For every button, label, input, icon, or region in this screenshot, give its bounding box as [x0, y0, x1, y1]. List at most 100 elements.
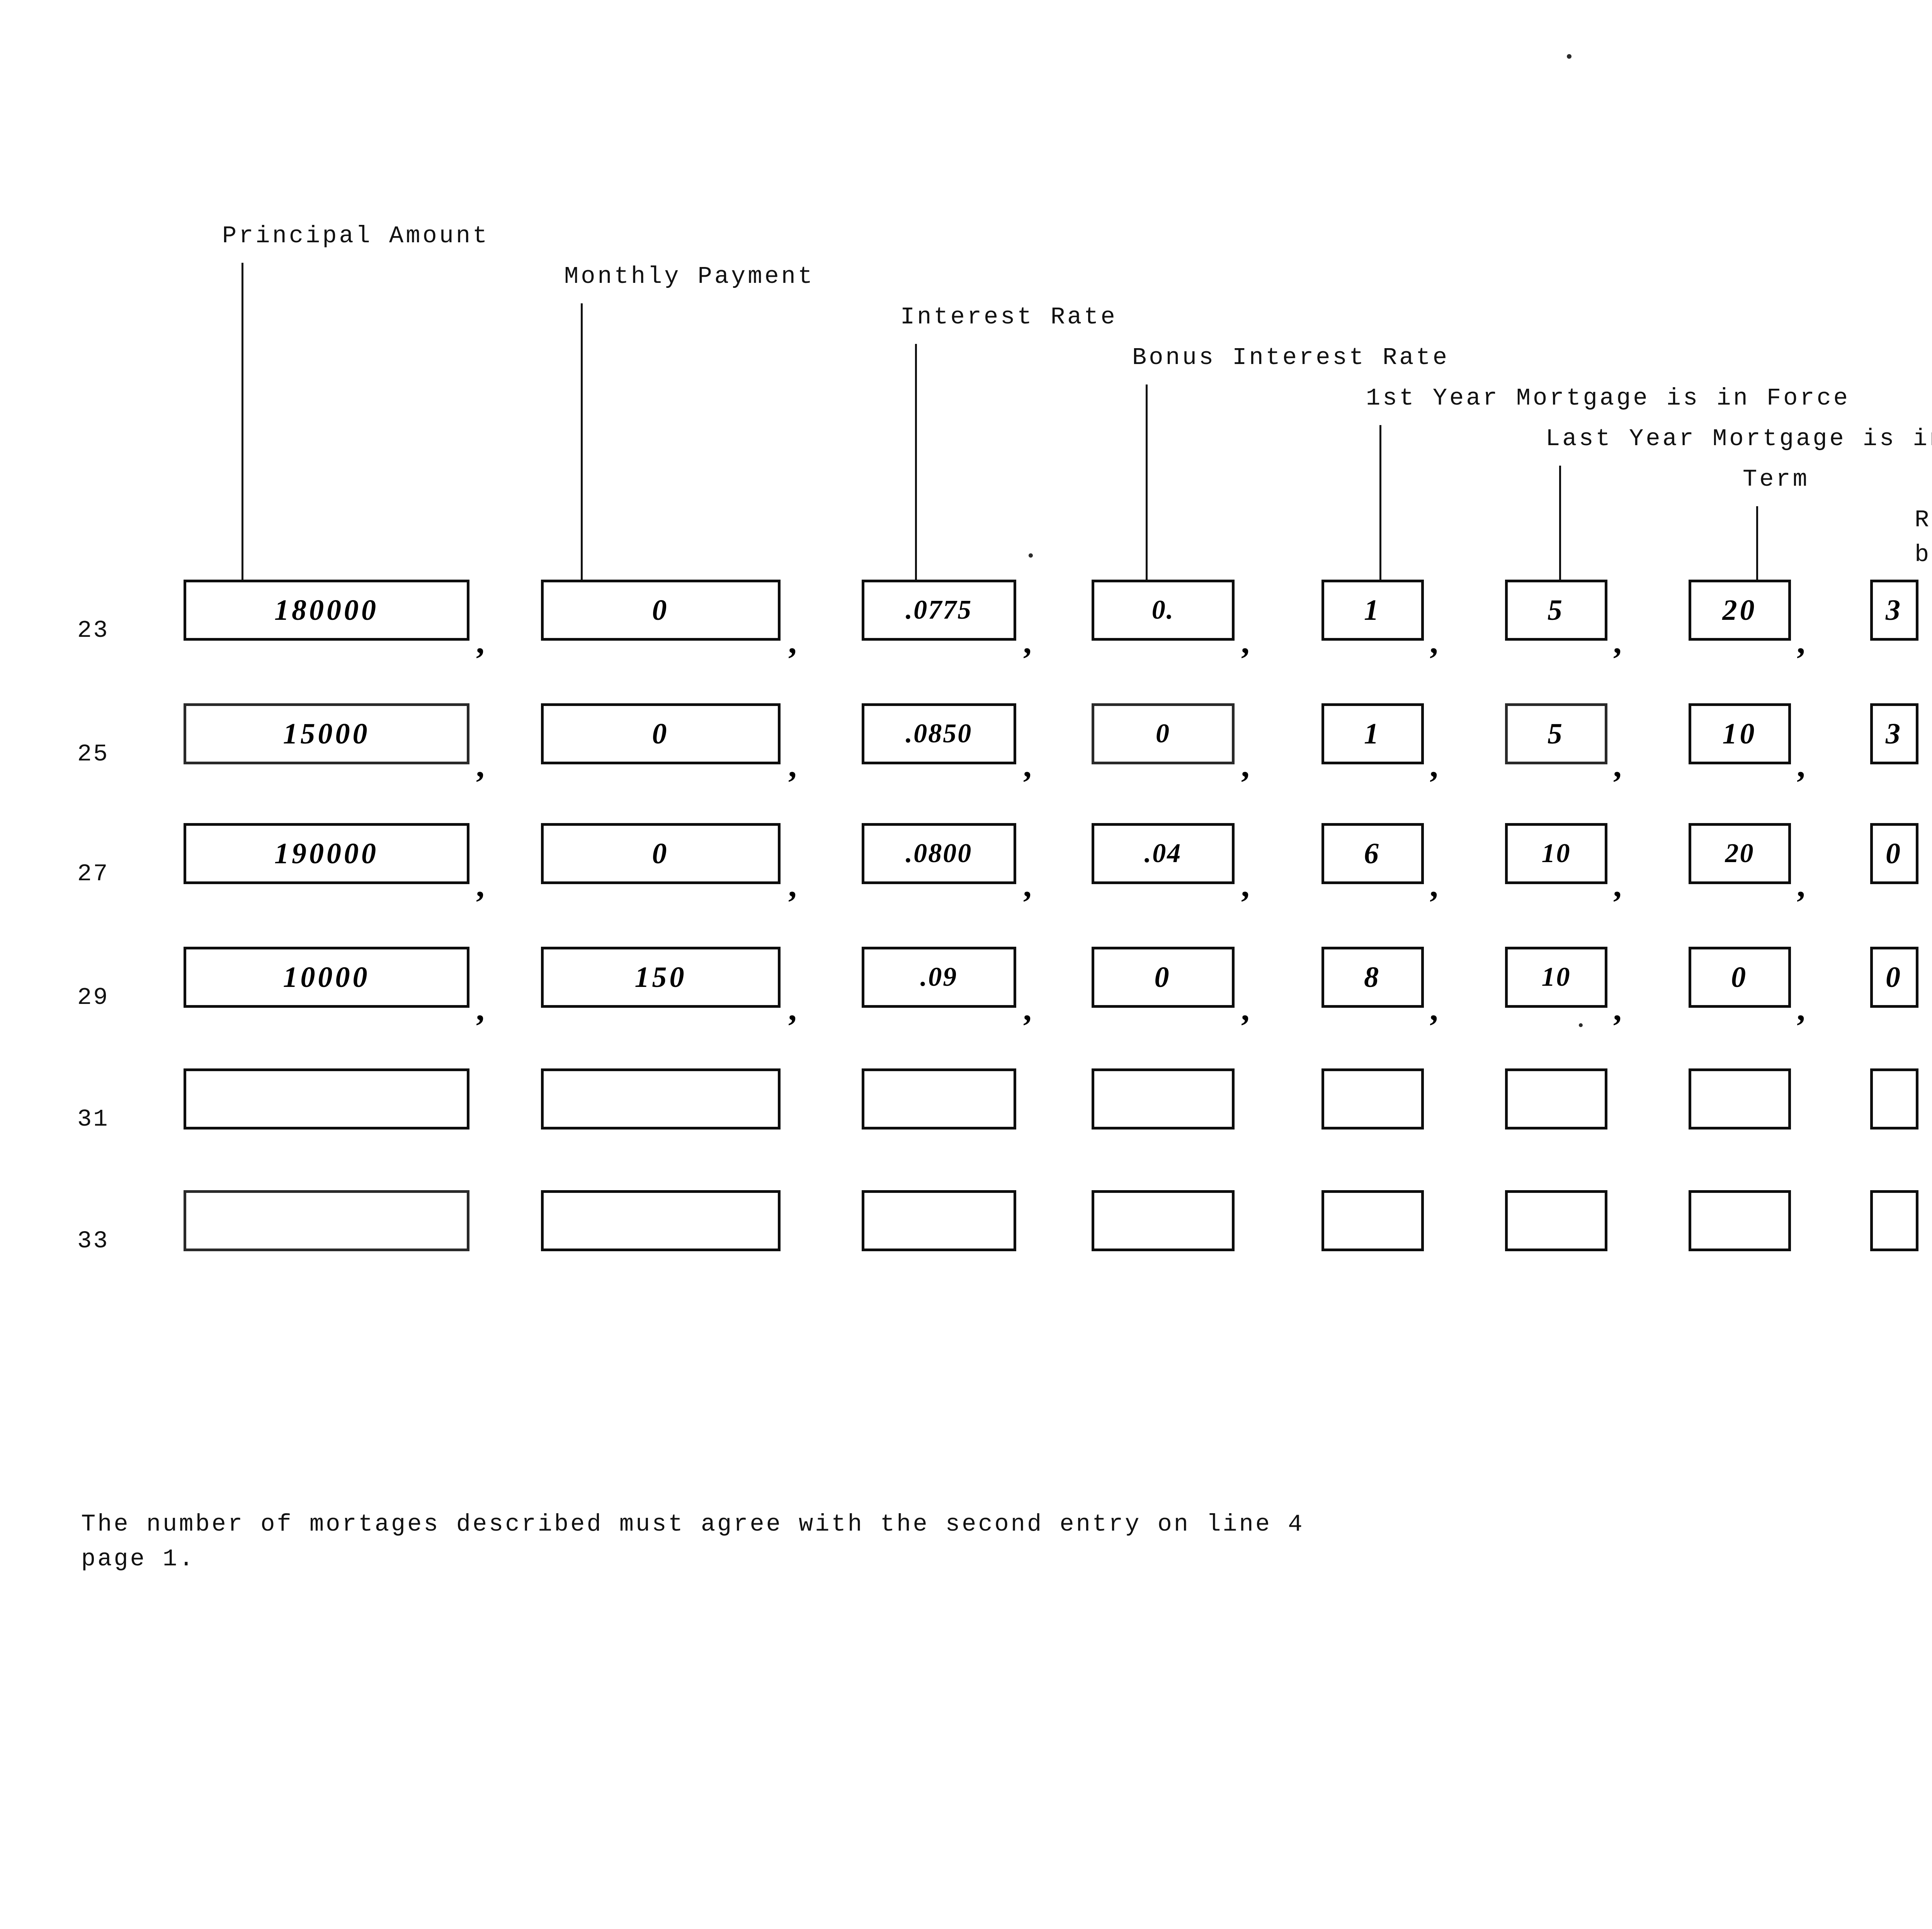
- cell-value: 10: [1541, 962, 1571, 992]
- separator-comma: ,: [1023, 867, 1032, 904]
- cell-principal-amount[interactable]: [184, 1068, 469, 1130]
- cell-bonus-interest-rate[interactable]: .04: [1092, 823, 1235, 884]
- separator-comma: ,: [1023, 747, 1032, 784]
- header-label-by-mortgage-number: by Mortgage Number: [1915, 541, 1932, 568]
- separator-comma: ,: [1430, 623, 1438, 660]
- cell-interest-rate[interactable]: .0850: [862, 703, 1016, 764]
- cell-principal-amount[interactable]: [184, 1190, 469, 1251]
- cell-refinanced-by-mortgage-number[interactable]: [1870, 1068, 1918, 1130]
- cell-refinanced-by-mortgage-number[interactable]: 0: [1870, 823, 1918, 884]
- cell-value: 15000: [283, 718, 370, 750]
- table-row: 25 15000 , 0 , .0850 , 0 , 1 , 5 , 10 , …: [0, 703, 1932, 782]
- cell-value: .04: [1144, 839, 1182, 868]
- cell-term[interactable]: [1689, 1190, 1791, 1251]
- cell-term[interactable]: 0: [1689, 947, 1791, 1008]
- cell-interest-rate[interactable]: .09: [862, 947, 1016, 1008]
- cell-last-year-in-force[interactable]: 10: [1505, 823, 1607, 884]
- cell-bonus-interest-rate[interactable]: [1092, 1190, 1235, 1251]
- cell-value: 0.: [1151, 595, 1175, 625]
- cell-term[interactable]: [1689, 1068, 1791, 1130]
- cell-refinanced-by-mortgage-number[interactable]: [1870, 1190, 1918, 1251]
- cell-value: 10: [1722, 718, 1757, 750]
- table-row: 31 Mortgage 5: [0, 1068, 1932, 1142]
- header-label-term: Term: [1743, 466, 1810, 493]
- cell-term[interactable]: 10: [1689, 703, 1791, 764]
- separator-comma: ,: [1430, 867, 1438, 904]
- cell-term[interactable]: 20: [1689, 823, 1791, 884]
- cell-bonus-interest-rate[interactable]: 0: [1092, 947, 1235, 1008]
- cell-monthly-payment[interactable]: 150: [541, 947, 781, 1008]
- row-line-number: 25: [77, 740, 109, 768]
- cell-last-year-in-force[interactable]: 5: [1505, 580, 1607, 641]
- header-label-bonus-interest-rate: Bonus Interest Rate: [1132, 344, 1449, 371]
- cell-value: 0: [1731, 961, 1748, 993]
- cell-value: 0: [652, 837, 670, 870]
- cell-bonus-interest-rate[interactable]: 0: [1092, 703, 1235, 764]
- cell-value: 190000: [274, 837, 379, 870]
- cell-monthly-payment[interactable]: [541, 1190, 781, 1251]
- separator-comma: ,: [1613, 623, 1622, 660]
- separator-comma: ,: [1613, 747, 1622, 784]
- cell-value: 3: [1886, 718, 1903, 750]
- cell-value: 10: [1541, 839, 1571, 868]
- cell-interest-rate[interactable]: [862, 1068, 1016, 1130]
- scan-speck: [1567, 54, 1571, 59]
- cell-principal-amount[interactable]: 15000: [184, 703, 469, 764]
- header-label-first-year-in-force: 1st Year Mortgage is in Force: [1366, 384, 1850, 412]
- separator-comma: ,: [1241, 747, 1250, 784]
- cell-interest-rate[interactable]: .0775: [862, 580, 1016, 641]
- cell-value: 5: [1548, 594, 1565, 626]
- cell-first-year-in-force[interactable]: [1321, 1190, 1424, 1251]
- separator-comma: ,: [788, 867, 797, 904]
- header-label-monthly-payment: Monthly Payment: [564, 263, 815, 290]
- cell-first-year-in-force[interactable]: 1: [1321, 703, 1424, 764]
- separator-comma: ,: [1613, 867, 1622, 904]
- cell-first-year-in-force[interactable]: [1321, 1068, 1424, 1130]
- cell-interest-rate[interactable]: [862, 1190, 1016, 1251]
- table-row: 29 10000 , 150 , .09 , 0 , 8 , 10 , 0 , …: [0, 947, 1932, 1026]
- cell-bonus-interest-rate[interactable]: [1092, 1068, 1235, 1130]
- cell-monthly-payment[interactable]: 0: [541, 580, 781, 641]
- cell-term[interactable]: 20: [1689, 580, 1791, 641]
- cell-value: .0800: [905, 839, 973, 868]
- table-row: 33 Mortgage 6: [0, 1190, 1932, 1264]
- header-label-last-year-in-force: Last Year Mortgage is in Force: [1546, 425, 1932, 452]
- separator-comma: ,: [1430, 747, 1438, 784]
- cell-last-year-in-force[interactable]: [1505, 1190, 1607, 1251]
- cell-principal-amount[interactable]: 190000: [184, 823, 469, 884]
- separator-comma: ,: [476, 747, 485, 784]
- separator-comma: ,: [476, 990, 485, 1027]
- separator-comma: ,: [1797, 747, 1805, 784]
- cell-first-year-in-force[interactable]: 1: [1321, 580, 1424, 641]
- separator-comma: ,: [1797, 623, 1805, 660]
- cell-principal-amount[interactable]: 10000: [184, 947, 469, 1008]
- cell-first-year-in-force[interactable]: 8: [1321, 947, 1424, 1008]
- cell-refinanced-by-mortgage-number[interactable]: 3: [1870, 703, 1918, 764]
- cell-monthly-payment[interactable]: 0: [541, 703, 781, 764]
- cell-refinanced-by-mortgage-number[interactable]: 3: [1870, 580, 1918, 641]
- header-label-interest-rate: Interest Rate: [900, 303, 1117, 331]
- cell-bonus-interest-rate[interactable]: 0.: [1092, 580, 1235, 641]
- separator-comma: ,: [1613, 990, 1622, 1027]
- row-line-number: 23: [77, 617, 109, 644]
- separator-comma: ,: [476, 623, 485, 660]
- cell-value: .0850: [905, 719, 973, 748]
- leader-line-last-year-in-force: [1559, 466, 1561, 580]
- cell-value: .0775: [905, 595, 973, 625]
- table-row: 27 190000 , 0 , .0800 , .04 , 6 , 10 , 2…: [0, 823, 1932, 902]
- cell-interest-rate[interactable]: .0800: [862, 823, 1016, 884]
- cell-monthly-payment[interactable]: [541, 1068, 781, 1130]
- header-label-principal-amount: Principal Amount: [222, 222, 490, 250]
- cell-last-year-in-force[interactable]: 10: [1505, 947, 1607, 1008]
- cell-first-year-in-force[interactable]: 6: [1321, 823, 1424, 884]
- separator-comma: ,: [476, 867, 485, 904]
- cell-refinanced-by-mortgage-number[interactable]: 0: [1870, 947, 1918, 1008]
- cell-last-year-in-force[interactable]: [1505, 1068, 1607, 1130]
- separator-comma: ,: [788, 990, 797, 1027]
- cell-monthly-payment[interactable]: 0: [541, 823, 781, 884]
- cell-value: 180000: [274, 594, 379, 626]
- cell-principal-amount[interactable]: 180000: [184, 580, 469, 641]
- leader-line-monthly-payment: [581, 303, 583, 580]
- cell-last-year-in-force[interactable]: 5: [1505, 703, 1607, 764]
- separator-comma: ,: [1797, 867, 1805, 904]
